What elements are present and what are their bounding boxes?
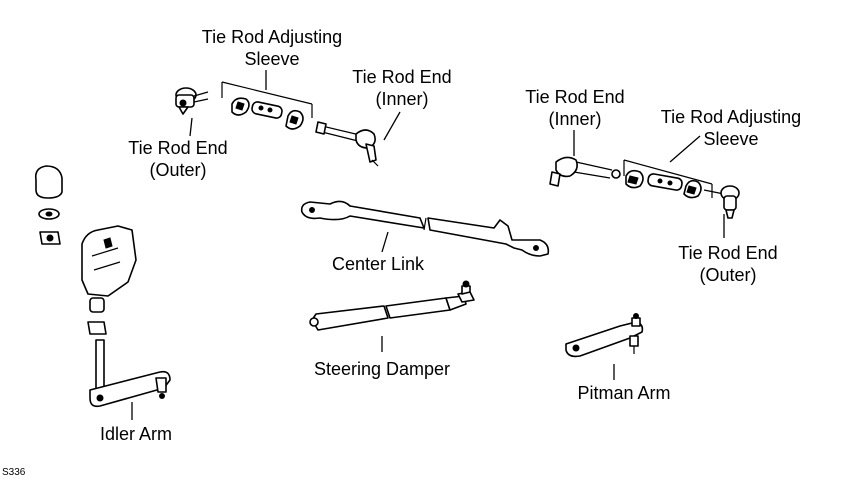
figure-code: S336 — [2, 467, 26, 478]
label-line: Tie Rod End — [525, 87, 625, 107]
label-line: (Inner) — [375, 89, 429, 109]
leader-tre-inner-left — [383, 111, 401, 141]
label-line: (Outer) — [149, 160, 207, 180]
label-tie-rod-end-outer-left: Tie Rod End (Outer) — [118, 137, 238, 181]
leader-center-link — [381, 231, 389, 253]
label-tie-rod-adjusting-sleeve-left: Tie Rod Adjusting Sleeve — [192, 26, 352, 70]
label-line: (Inner) — [548, 109, 602, 129]
left-tie-rod-end-inner — [315, 121, 379, 167]
leader-sleeve-right — [669, 135, 701, 163]
idler-arm-assembly — [34, 165, 171, 408]
right-tie-rod-end-outer — [703, 185, 740, 219]
label-line: (Outer) — [699, 265, 757, 285]
label-line: Tie Rod Adjusting — [660, 107, 802, 127]
label-text: Idler Arm — [99, 424, 173, 444]
leader-tre-outer-left — [189, 117, 193, 137]
label-text: Center Link — [331, 254, 425, 274]
label-line: Tie Rod End — [678, 243, 778, 263]
left-tie-rod-end-outer — [175, 87, 209, 115]
label-line: Sleeve — [703, 129, 759, 149]
label-tie-rod-end-inner-left: Tie Rod End (Inner) — [342, 66, 462, 110]
label-steering-damper: Steering Damper — [307, 358, 457, 380]
label-text: Pitman Arm — [577, 383, 671, 403]
label-line: Tie Rod End — [128, 138, 228, 158]
label-line: Tie Rod End — [352, 67, 452, 87]
label-line: Sleeve — [244, 49, 300, 69]
left-tie-rod-adjusting-sleeve — [221, 81, 313, 130]
label-line: Tie Rod Adjusting — [201, 27, 343, 47]
label-center-link: Center Link — [318, 253, 438, 275]
label-text: Steering Damper — [313, 359, 451, 379]
label-idler-arm: Idler Arm — [76, 423, 196, 445]
steering-damper — [309, 280, 475, 331]
label-pitman-arm: Pitman Arm — [564, 382, 684, 404]
center-link — [300, 200, 550, 257]
right-tie-rod-end-inner — [549, 156, 621, 187]
right-tie-rod-adjusting-sleeve — [623, 159, 713, 199]
label-tie-rod-adjusting-sleeve-right: Tie Rod Adjusting Sleeve — [651, 106, 811, 150]
label-tie-rod-end-inner-right: Tie Rod End (Inner) — [515, 86, 635, 130]
pitman-arm — [565, 313, 644, 358]
label-tie-rod-end-outer-right: Tie Rod End (Outer) — [668, 242, 788, 286]
